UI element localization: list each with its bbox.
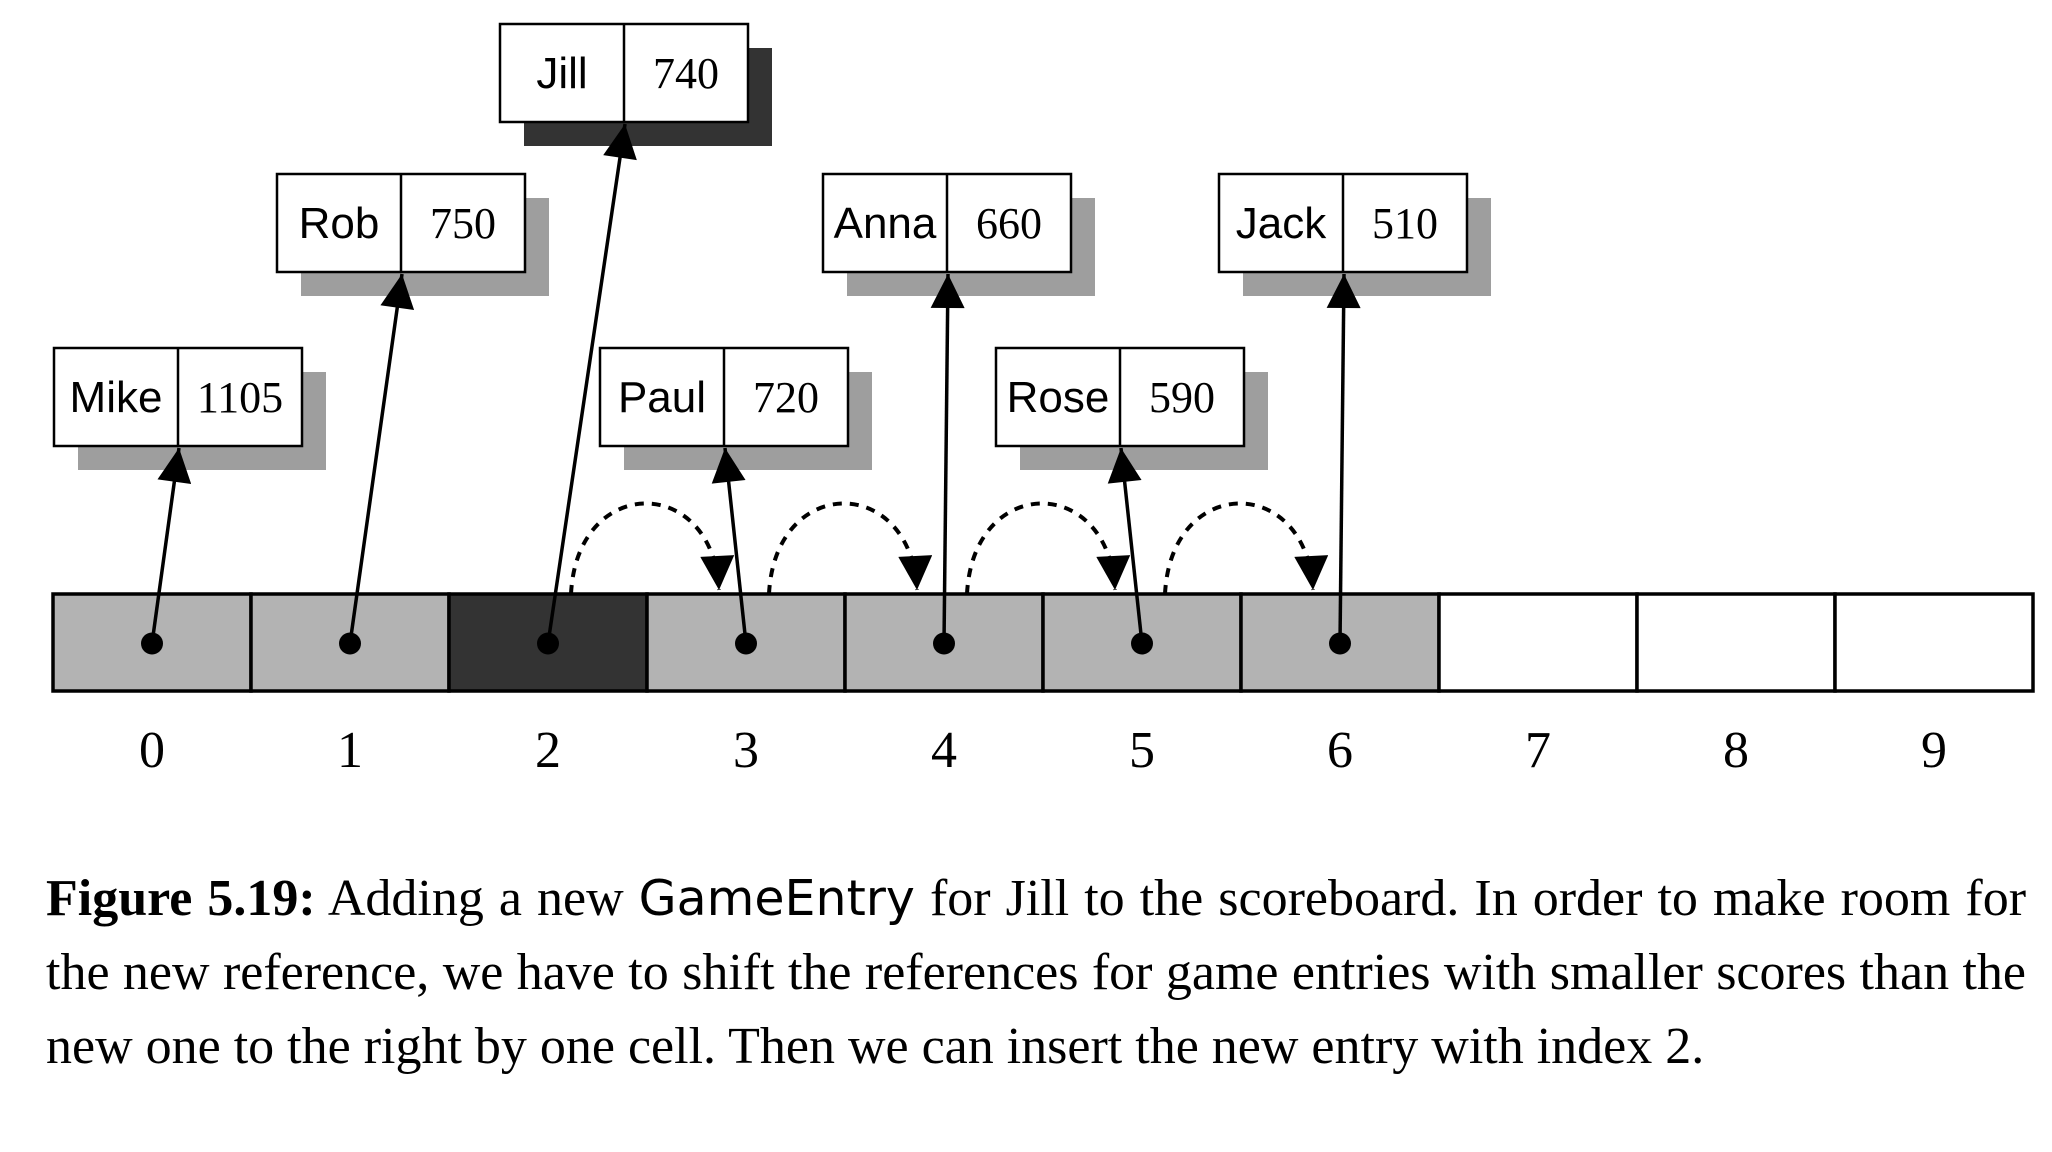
array-cells (51, 592, 2035, 693)
array-cell-7 (1437, 592, 1639, 693)
reference-dot-6 (1329, 632, 1351, 655)
entry-score: 740 (653, 49, 719, 98)
array-cell-9 (1833, 592, 2035, 693)
reference-dot-0 (141, 632, 163, 655)
reference-dot-5 (1131, 632, 1153, 655)
entry-mike: Mike 1105 (52, 346, 326, 470)
array-index-5: 5 (1129, 722, 1155, 779)
entry-name: Anna (834, 199, 937, 248)
entry-score: 660 (976, 199, 1042, 248)
reference-dot-2 (537, 632, 559, 655)
entry-name: Jack (1236, 199, 1327, 248)
reference-dot-1 (339, 632, 361, 655)
entry-name: Paul (618, 373, 706, 422)
entry-jill: Jill 740 (498, 22, 772, 146)
reference-arrow-0 (150, 447, 192, 644)
reference-arrow-3 (711, 447, 748, 644)
shift-arrow-2-to-3 (569, 501, 735, 595)
reference-arrow-6 (1326, 273, 1361, 644)
entry-score: 1105 (197, 373, 283, 422)
entry-rose: Rose 590 (994, 346, 1268, 470)
array-index-6: 6 (1327, 722, 1353, 779)
figure-label: Figure 5.19: (46, 870, 316, 927)
reference-arrow-2 (546, 123, 637, 644)
array-index-2: 2 (535, 722, 561, 779)
reference-arrows (141, 123, 1361, 655)
reference-arrow-5 (1107, 447, 1144, 644)
array-index-4: 4 (931, 722, 957, 779)
reference-arrow-1 (348, 273, 415, 644)
entry-score: 590 (1149, 373, 1215, 422)
entry-name: Rob (299, 199, 380, 248)
entry-paul: Paul 720 (598, 346, 872, 470)
array-index-3: 3 (733, 722, 759, 779)
entry-anna: Anna 660 (821, 172, 1095, 296)
array-index-9: 9 (1921, 722, 1947, 779)
shift-arrow-5-to-6 (1163, 501, 1329, 595)
caption-text-part2: for Jill to the scoreboard. In order to … (46, 870, 2027, 1075)
entry-score: 750 (430, 199, 496, 248)
shift-arrow-4-to-5 (965, 501, 1131, 595)
reference-dot-3 (735, 632, 757, 655)
shift-arrows (569, 501, 1329, 595)
figure-caption: Figure 5.19: Adding a new GameEntry for … (46, 862, 2026, 1084)
shift-arrow-3-to-4 (767, 501, 933, 595)
entry-score: 720 (753, 373, 819, 422)
array-indices: 0 1 2 3 4 5 6 7 8 9 (139, 722, 1947, 779)
array-index-0: 0 (139, 722, 165, 779)
reference-arrow-4 (930, 273, 965, 644)
array-cell-8 (1635, 592, 1837, 693)
reference-dot-4 (933, 632, 955, 655)
caption-code-gameentry: GameEntry (638, 870, 915, 927)
entry-rob: Rob 750 (275, 172, 549, 296)
entry-name: Mike (70, 373, 163, 422)
entry-jack: Jack 510 (1217, 172, 1491, 296)
array-index-1: 1 (337, 722, 363, 779)
entry-score: 510 (1372, 199, 1438, 248)
entry-name: Jill (536, 49, 587, 98)
array-index-8: 8 (1723, 722, 1749, 779)
caption-text-part1: Adding a new (315, 870, 639, 927)
array-index-7: 7 (1525, 722, 1551, 779)
entry-name: Rose (1007, 373, 1110, 422)
